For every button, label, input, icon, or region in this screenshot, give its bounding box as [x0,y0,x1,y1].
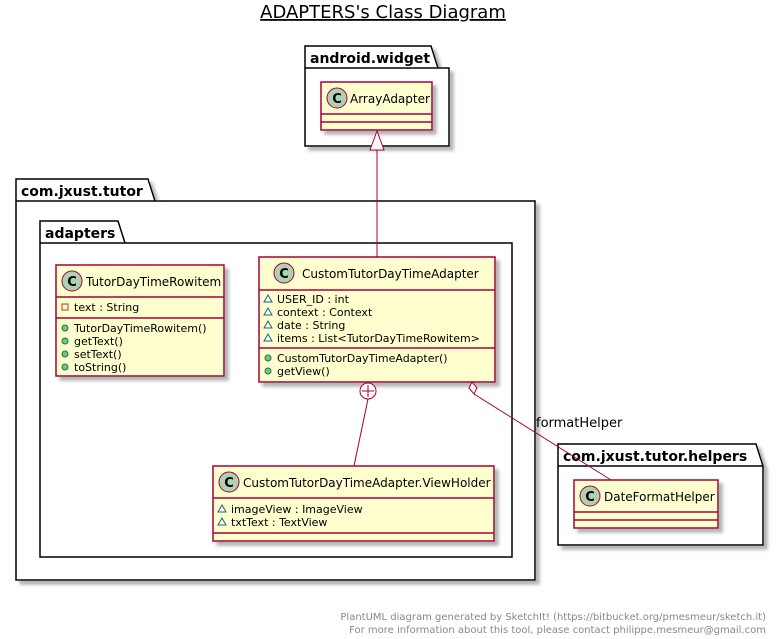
class-member: text : String [74,301,139,314]
footer-line-2: For more information about this tool, pl… [349,625,766,636]
package-com-jxust-tutor-title: com.jxust.tutor [21,184,143,200]
package-visibility-icon [263,293,273,303]
public-visibility-icon [61,363,69,371]
class-member: getView() [277,365,330,378]
package-helpers-title: com.jxust.tutor.helpers [563,449,747,465]
public-visibility-icon [264,354,272,362]
class-member: USER_ID : int [277,293,350,306]
class-circle-icon [579,485,601,507]
private-visibility-icon [61,303,69,311]
class-member: items : List<TutorDayTimeRowitem> [277,332,480,345]
class-member: date : String [277,319,345,332]
public-visibility-icon [264,367,272,375]
class-array-adapter: C ArrayAdapter [320,81,433,131]
class-name: CustomTutorDayTimeAdapter [302,267,479,281]
public-visibility-icon [61,324,69,332]
package-visibility-icon [263,319,273,329]
class-member: getText() [74,335,123,348]
relation-label-format-helper: formatHelper [536,416,623,431]
class-members: text : StringTutorDayTimeRowitem()getTex… [61,301,207,374]
class-member: context : Context [277,306,373,319]
svg-text:C: C [332,92,342,107]
class-circle-icon [218,471,240,493]
svg-text:C: C [224,476,234,491]
class-name: DateFormatHelper [604,490,715,504]
class-view-holder: C CustomTutorDayTimeAdapter.ViewHolder i… [212,465,495,542]
class-member: txtText : TextView [231,516,327,529]
class-member: toString() [74,361,126,374]
svg-text:C: C [67,275,77,290]
footer-line-1: PlantUML diagram generated by SketchIt! … [340,612,766,623]
svg-text:C: C [279,267,289,282]
class-circle-icon [61,270,83,292]
class-circle-icon [273,262,295,284]
package-visibility-icon [217,516,227,526]
package-visibility-icon [263,306,273,316]
package-visibility-icon [217,503,227,513]
diagram-title: ADAPTERS's Class Diagram [260,2,506,23]
public-visibility-icon [61,337,69,345]
package-adapters-title: adapters [45,226,115,242]
public-visibility-icon [61,350,69,358]
svg-text:C: C [585,490,595,505]
aggregation-link [468,381,612,481]
class-name: ArrayAdapter [350,92,430,106]
class-name: TutorDayTimeRowitem [85,275,221,289]
class-member: TutorDayTimeRowitem() [73,322,207,335]
class-name: CustomTutorDayTimeAdapter.ViewHolder [243,476,491,490]
class-member: imageView : ImageView [231,503,363,516]
package-visibility-icon [263,332,273,342]
class-tutor-day-time-rowitem: C TutorDayTimeRowitem text : StringTutor… [55,264,225,377]
class-custom-tutor-day-time-adapter: C CustomTutorDayTimeAdapter USER_ID : in… [258,256,496,383]
class-member: CustomTutorDayTimeAdapter() [277,352,448,365]
class-date-format-helper: C DateFormatHelper [573,479,719,529]
class-circle-icon [326,87,348,109]
nested-class-link [353,382,377,467]
package-android-widget-title: android.widget [310,51,430,67]
generalization-arrow [369,129,385,257]
class-member: setText() [74,348,122,361]
